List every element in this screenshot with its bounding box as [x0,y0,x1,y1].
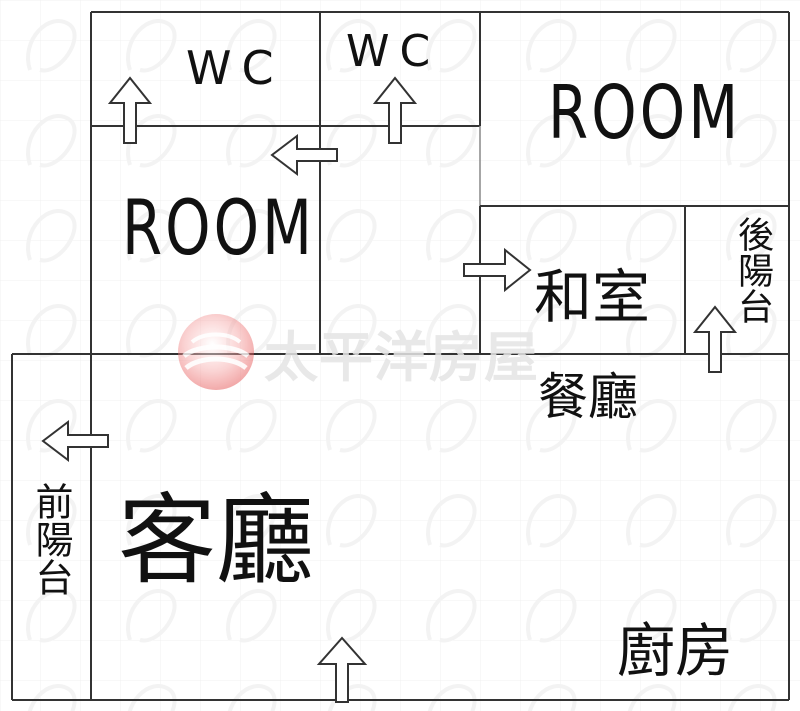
watermark-brand: 太平洋房屋 [264,324,539,389]
label-wc-1: WC [186,41,284,95]
label-living-room: 客廳 [118,484,315,598]
label-dining-room: 餐廳 [538,368,638,426]
arrow-up-wc-1-icon [107,76,153,144]
arrow-up-rear-balcony-icon [692,305,738,373]
walls [11,11,790,701]
arrow-left-room-icon [270,133,338,177]
arrows [41,76,738,703]
arrow-right-japanese-icon [463,247,532,293]
label-front-balcony: 前陽台 [29,482,73,596]
label-wc-2: WC [346,26,441,77]
arrow-up-wc-2-icon [372,76,418,144]
label-japanese-room: 和室 [534,263,651,331]
label-room-left: ROOM [122,183,316,272]
arrow-up-entrance-icon [316,636,368,703]
label-rear-balcony: 後陽台 [732,216,773,324]
watermark: 太平洋房屋 [176,312,539,392]
arrow-left-front-balcony-icon [41,419,109,463]
pacific-swirl-logo-icon [178,314,254,390]
label-kitchen: 廚房 [617,617,734,685]
label-room-top-right: ROOM [548,70,742,156]
